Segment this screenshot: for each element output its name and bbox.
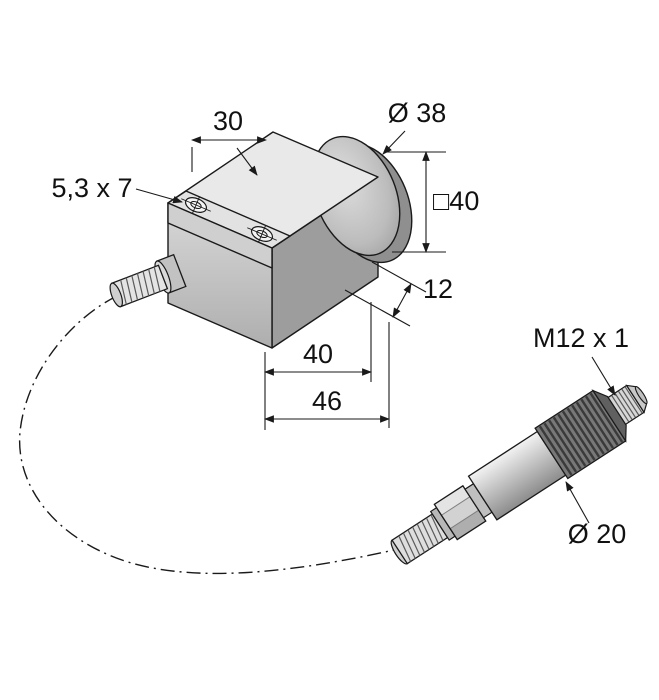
connector-m12-thread: [607, 384, 648, 426]
label-connector-thread: M12 x 1: [533, 323, 629, 353]
mounting-plate-front: [167, 202, 273, 269]
mounting-slot-1: [181, 196, 211, 214]
dim-mounting-slot: 5,3 x 7: [51, 173, 183, 204]
cable-gland-stub: [109, 253, 187, 308]
dim-top-width-30: 30: [191, 106, 267, 176]
label-top-width: 30: [213, 106, 243, 136]
dim-flange-depth-12: 12: [344, 261, 453, 327]
label-flange-diameter: Ø 38: [388, 98, 447, 128]
sensor-body: [109, 131, 413, 349]
dim-connector-diameter: Ø 20: [565, 481, 627, 549]
mounting-slot-2: [247, 225, 277, 243]
label-mounting-slot: 5,3 x 7: [51, 173, 132, 203]
dim-total-depth-46: 46: [264, 322, 390, 428]
dim-flange-diameter-38: Ø 38: [382, 98, 447, 155]
label-flange-depth: 12: [423, 274, 453, 304]
connector-thread-lines: [398, 514, 444, 562]
connector-hex-nut: [433, 484, 487, 541]
label-body-square: □40: [433, 186, 479, 216]
m12-connector: [390, 384, 648, 565]
stub-thread-lines: [120, 266, 161, 305]
connector-knurled-ring: [534, 389, 627, 480]
connector-ring-chamfer: [591, 389, 627, 443]
dim-body-square-40: □40: [386, 151, 479, 253]
dim-connector-thread: M12 x 1: [533, 323, 629, 396]
label-connector-diameter: Ø 20: [568, 519, 627, 549]
label-total-depth: 46: [312, 386, 342, 416]
label-body-depth: 40: [303, 339, 333, 369]
cable-line: [18, 295, 395, 575]
